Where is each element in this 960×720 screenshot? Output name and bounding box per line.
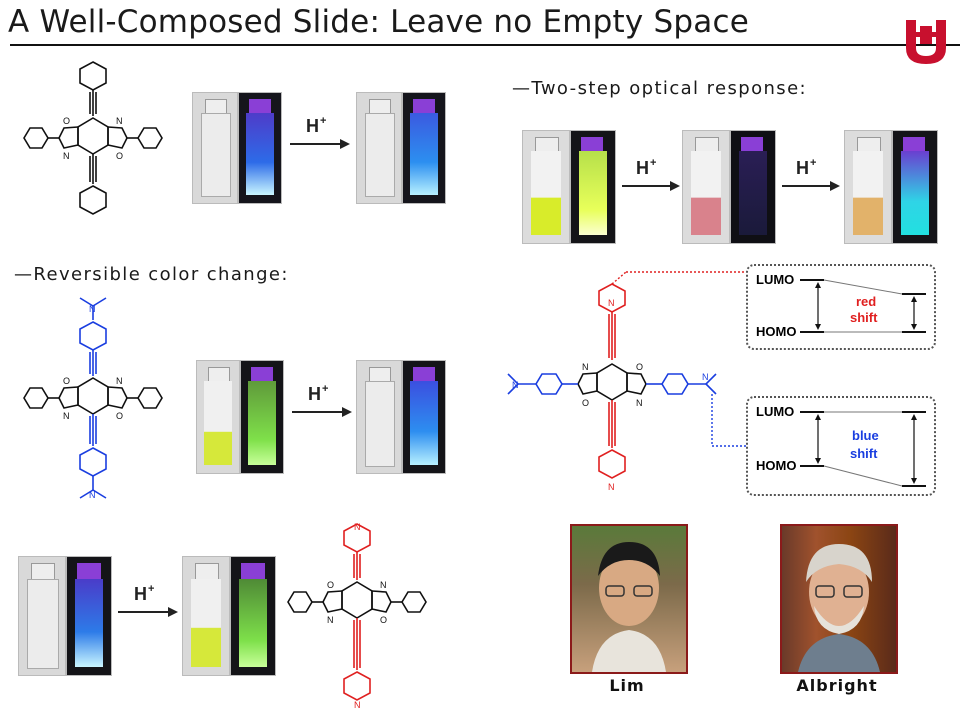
uh-logo [906,20,946,64]
vial-photo-neutral-3 [18,556,66,676]
mo-levels-red [800,279,926,333]
caption-albright: Albright [796,676,878,695]
svg-text:O: O [380,615,387,625]
svg-text:O: O [116,151,123,161]
svg-text:+: + [148,584,154,595]
lumo-label: LUMO [756,272,795,287]
svg-text:+: + [322,384,328,395]
molecule-donor-acceptor: N N N N N O O N [507,271,746,492]
molecule-diphenyl: O N N O [23,61,163,215]
svg-text:N: N [327,615,334,625]
svg-text:+: + [320,116,326,127]
svg-text:N: N [89,490,96,500]
vial-photo-uv-2 [240,360,284,474]
mo-diagram-red: LUMO HOMO red shift [746,264,936,350]
svg-text:H: H [796,158,809,178]
reaction-arrow-step1: H+ [622,158,680,191]
svg-text:H: H [306,116,319,136]
heading-two-step: —Two-step optical response: [512,78,808,99]
lumo-label: LUMO [756,404,795,419]
vial-photo-protonated-uv-2 [402,360,446,474]
red-shift-line2: shift [850,310,878,325]
vial-photo-protonated-uv-1 [402,92,446,204]
svg-text:H: H [134,584,147,604]
vial-photo-neutral-1 [192,92,238,204]
svg-text:H: H [308,384,321,404]
svg-text:+: + [810,158,816,169]
red-shift-line1: red [856,294,877,309]
photo-lim [570,524,688,674]
svg-text:N: N [512,380,519,390]
mo-levels-blue [800,411,926,487]
vial-photo-step0-uv [570,130,616,244]
vial-photo-protonated-1 [356,92,402,204]
vial-photo-uv-1 [238,92,282,204]
molecule-dipyridyl: N N O N N O [287,522,427,710]
vial-photo-uv-3 [66,556,112,676]
title-underline [10,44,960,46]
vial-photo-step2-uv [892,130,938,244]
svg-text:N: N [63,151,70,161]
vial-photo-step2 [844,130,892,244]
svg-text:O: O [63,376,70,386]
vial-photo-protonated-3 [182,556,230,676]
svg-text:O: O [63,116,70,126]
portrait-albright [798,544,880,672]
svg-text:N: N [380,580,387,590]
caption-lim: Lim [609,676,645,695]
svg-text:N: N [354,700,361,710]
homo-label: HOMO [756,458,797,473]
photo-albright [780,524,898,674]
vial-photo-neutral-2 [196,360,240,474]
svg-text:N: N [116,116,123,126]
svg-text:N: N [116,376,123,386]
vial-photo-step0 [522,130,570,244]
reaction-arrow-1: H+ [290,116,350,149]
vial-photo-step1 [682,130,730,244]
vial-photo-protonated-2 [356,360,402,474]
portrait-lim [592,542,666,672]
reaction-arrow-2: H+ [292,384,352,417]
svg-text:N: N [636,398,643,408]
svg-text:O: O [582,398,589,408]
vial-photo-step1-uv [730,130,776,244]
heading-reversible: —Reversible color change: [14,264,289,285]
svg-text:N: N [582,362,589,372]
svg-text:O: O [636,362,643,372]
mo-diagram-blue: LUMO HOMO blue shift [746,396,936,496]
svg-text:H: H [636,158,649,178]
blue-shift-line1: blue [852,428,879,443]
svg-text:O: O [327,580,334,590]
svg-text:N: N [63,411,70,421]
svg-text:N: N [702,372,709,382]
svg-text:N: N [354,522,361,532]
molecule-dimethylamino: N N O N N O [23,297,163,500]
svg-text:O: O [116,411,123,421]
reaction-arrow-step2: H+ [782,158,840,191]
svg-text:+: + [650,158,656,169]
vial-photo-protonated-uv-3 [230,556,276,676]
svg-text:N: N [608,482,615,492]
slide-title: A Well-Composed Slide: Leave no Empty Sp… [8,4,749,40]
svg-text:N: N [89,304,96,314]
reaction-arrow-3: H+ [118,584,178,617]
svg-text:N: N [608,298,615,308]
homo-label: HOMO [756,324,797,339]
blue-shift-line2: shift [850,446,878,461]
